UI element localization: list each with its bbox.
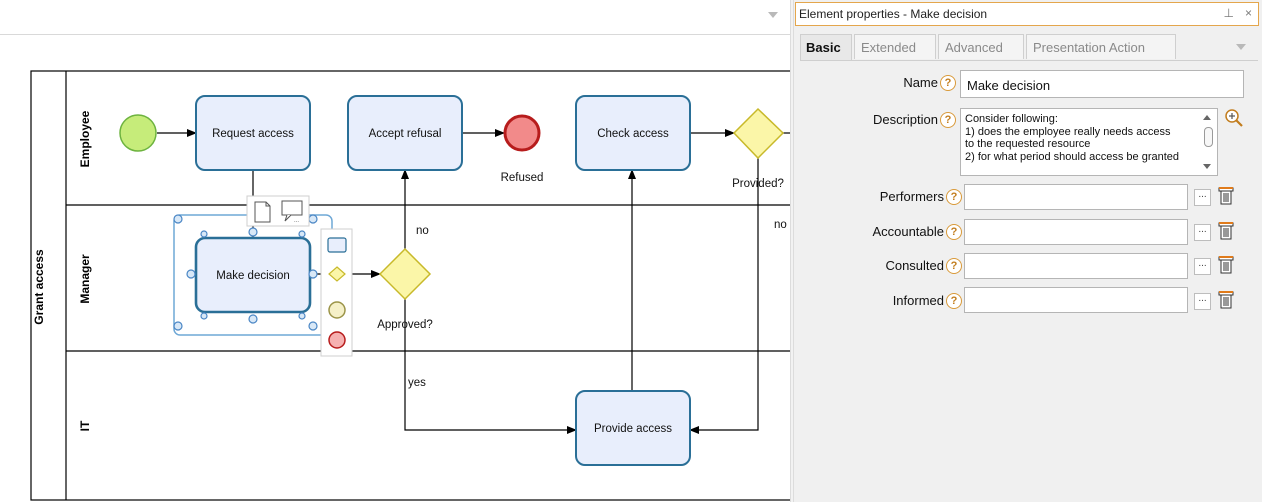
tab-basic[interactable]: Basic [800,34,852,61]
tab-extended[interactable]: Extended [854,34,936,59]
flow-label-yes: yes [408,377,426,389]
pool-label: Grant access [32,249,46,325]
task-label: Accept refusal [369,128,442,140]
accountable-field[interactable] [964,219,1188,245]
delete-icon[interactable] [1218,221,1234,241]
diagram-canvas[interactable]: Grant access Employee Manager IT Request… [0,0,790,502]
svg-text:...: ... [294,218,299,224]
description-label: Description [872,112,938,127]
delete-icon[interactable] [1218,186,1234,206]
scroll-up-icon[interactable] [1203,115,1211,120]
tab-presentation-action[interactable]: Presentation Action [1026,34,1176,59]
delete-icon[interactable] [1218,255,1234,275]
performers-field[interactable] [964,184,1188,210]
lane-label-manager: Manager [78,254,92,304]
help-icon[interactable]: ? [940,112,956,128]
panel-title: Element properties - Make decision [799,7,988,21]
description-field[interactable]: Consider following: 1) does the employee… [960,108,1218,176]
task-provide-access[interactable]: Provide access [575,390,691,466]
properties-tabs: Basic Extended Advanced Presentation Act… [800,34,1258,61]
lane-label-employee: Employee [78,110,92,167]
consulted-browse-button[interactable]: ... [1194,258,1211,275]
consulted-label: Consulted [885,258,944,273]
description-line: 1) does the employee really needs access [965,125,1171,138]
help-icon[interactable]: ? [940,75,956,91]
task-label: Provide access [594,423,672,435]
lane-label-it: IT [78,420,92,431]
help-icon[interactable]: ? [946,224,962,240]
task-label: Make decision [216,270,290,282]
tab-advanced[interactable]: Advanced [938,34,1024,59]
element-properties-panel: Element properties - Make decision ⊥ × B… [794,0,1262,502]
gateway-label: Approved? [377,319,433,331]
annotation-icon [254,201,271,223]
name-label: Name [903,75,938,90]
flow-approved-yes [404,299,577,434]
bpmn-diagram[interactable]: Grant access Employee Manager IT Request… [0,0,790,502]
description-line: to the requested resource [965,138,1091,151]
tab-body-basic: Name ? Make decision Description ? Consi… [800,60,1258,501]
gateway-label: Provided? [732,178,784,190]
splitter[interactable] [790,0,794,502]
task-check-access[interactable]: Check access [575,95,691,171]
task-request-access[interactable]: Request access [195,95,311,171]
name-field[interactable]: Make decision [960,70,1244,98]
pool[interactable]: Grant access Employee Manager IT [30,70,790,501]
informed-browse-button[interactable]: ... [1194,293,1211,310]
help-icon[interactable]: ? [946,189,962,205]
append-task-icon [327,237,347,253]
resize-handles [173,214,318,331]
panel-title-bar: Element properties - Make decision ⊥ × [795,2,1259,26]
gateway-provided[interactable]: Provided? [732,107,785,190]
informed-field[interactable] [964,287,1188,313]
flow-label-no: no [416,225,429,237]
performers-label: Performers [879,189,944,204]
task-label: Request access [212,128,294,140]
gateway-approved[interactable]: Approved? [377,247,433,331]
canvas-toolbar [0,0,790,35]
consulted-field[interactable] [964,253,1188,279]
scrollbar-thumb[interactable] [1204,127,1213,147]
append-end-event-icon [328,331,346,349]
task-accept-refusal[interactable]: Accept refusal [347,95,463,171]
flow-label-no-provided: no [774,219,787,231]
help-icon[interactable]: ? [946,258,962,274]
chevron-down-icon[interactable] [768,12,778,18]
append-intermediate-event-icon [328,301,346,319]
sequence-flows [157,129,790,434]
performers-browse-button[interactable]: ... [1194,189,1211,206]
informed-label: Informed [892,293,944,308]
start-event[interactable] [119,114,157,152]
chevron-down-icon[interactable] [1236,44,1246,50]
context-pad-right[interactable] [320,228,353,357]
pin-icon[interactable]: ⊥ [1223,6,1234,20]
accountable-browse-button[interactable]: ... [1194,224,1211,241]
help-icon[interactable]: ? [946,293,962,309]
append-gateway-icon [328,266,346,282]
flow-provided-no [689,158,759,434]
zoom-in-icon[interactable] [1224,108,1244,128]
end-event-refused[interactable]: Refused [501,114,544,184]
context-pad-top[interactable]: ... [246,195,310,227]
scroll-down-icon[interactable] [1203,164,1211,169]
delete-icon[interactable] [1218,290,1234,310]
description-line: 2) for what period should access be gran… [965,150,1180,163]
close-icon[interactable]: × [1244,6,1252,20]
task-make-decision-selection[interactable]: Make decision [173,214,333,336]
accountable-label: Accountable [872,224,944,239]
description-line: Consider following: [965,113,1058,125]
end-event-label: Refused [501,172,544,184]
task-label: Check access [597,128,669,140]
comment-icon: ... [281,200,303,224]
